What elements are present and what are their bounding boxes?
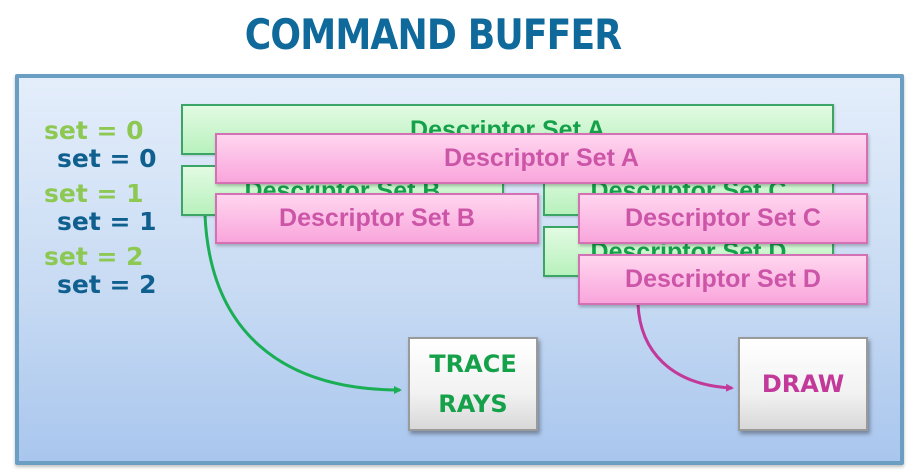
trace-rays-arrow [203, 214, 402, 394]
set-label-new-0: set = 0 [57, 144, 157, 173]
set-label-old-0: set = 0 [44, 116, 144, 145]
pink-descriptor-set-a: Descriptor Set A [215, 133, 868, 184]
set-label-new-1: set = 1 [57, 207, 157, 236]
pink-descriptor-set-b: Descriptor Set B [215, 193, 539, 244]
trace-rays-command: TRACE RAYS [408, 337, 538, 431]
pink-descriptor-set-a-label: Descriptor Set A [444, 144, 639, 172]
set-label-old-1: set = 1 [44, 179, 144, 208]
trace-rays-line2: RAYS [438, 390, 508, 418]
set-label-old-2: set = 2 [44, 242, 144, 271]
pink-descriptor-set-d-label: Descriptor Set D [625, 265, 821, 293]
set-label-new-2: set = 2 [57, 270, 157, 299]
pink-descriptor-set-d: Descriptor Set D [578, 254, 868, 305]
draw-command: DRAW [738, 337, 868, 431]
diagram-title: COMMAND BUFFER [244, 10, 622, 59]
pink-descriptor-set-c: Descriptor Set C [578, 193, 868, 244]
pink-descriptor-set-c-label: Descriptor Set C [625, 204, 821, 232]
trace-rays-line1: TRACE [429, 350, 517, 378]
draw-arrow [636, 303, 734, 392]
draw-label: DRAW [761, 370, 845, 398]
pink-descriptor-set-b-label: Descriptor Set B [279, 204, 475, 232]
